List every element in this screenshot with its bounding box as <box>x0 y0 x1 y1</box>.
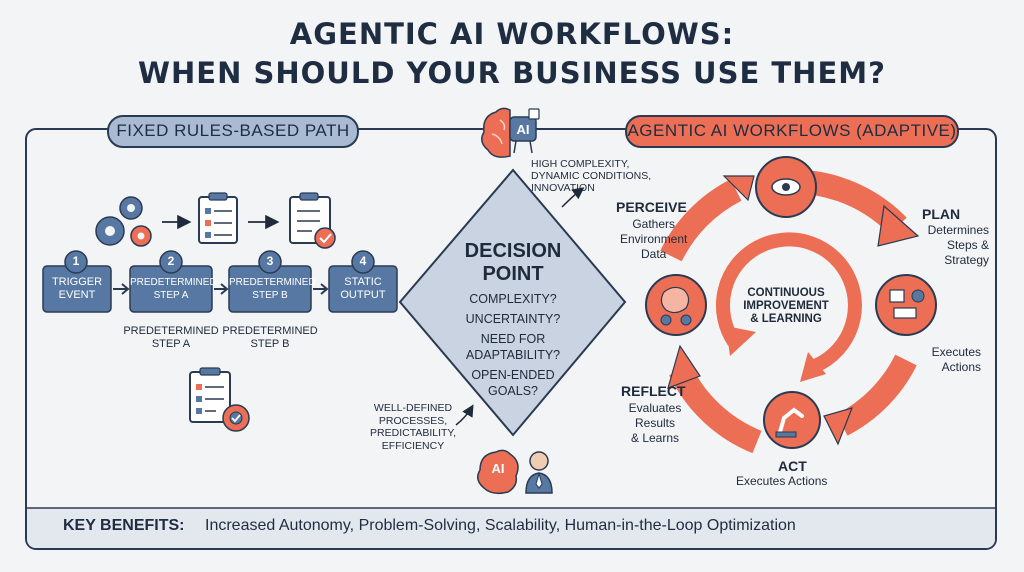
step-number-2: 2 <box>167 254 175 268</box>
fixed-path-label: FIXED RULES-BASED PATH <box>116 121 350 140</box>
ai-badge-bottom: AI <box>491 461 505 476</box>
caption-step-a: PREDETERMINED STEP A <box>123 325 219 350</box>
reflect-desc: Evaluates Results & Learns <box>628 401 682 445</box>
benefits-band <box>27 508 995 548</box>
decision-question-uncertainty: UNCERTAINTY? <box>465 312 561 326</box>
ai-human-icon <box>477 449 553 495</box>
benefits-text: Increased Autonomy, Problem-Solving, Sca… <box>205 517 796 534</box>
step-boxes <box>42 250 398 313</box>
page-title-line2: WHEN SHOULD YOUR BUSINESS USE THEM? <box>138 56 886 90</box>
plan-desc: Determines Steps & Strategy <box>927 223 989 267</box>
step-number-4: 4 <box>359 254 367 268</box>
act-desc: Executes Actions <box>736 474 828 488</box>
decision-diamond <box>398 168 627 437</box>
act-title: ACT <box>778 458 807 474</box>
low-arrow <box>455 404 474 426</box>
decision-question-adaptability: NEED FOR ADAPTABILITY? <box>465 332 561 362</box>
step-number-3: 3 <box>266 254 274 268</box>
decision-question-complexity: COMPLEXITY? <box>469 292 557 306</box>
well-defined-note: WELL-DEFINED PROCESSES, PREDICTABILITY, … <box>370 402 456 452</box>
decision-question-goals: OPEN-ENDED GOALS? <box>471 368 555 398</box>
checklist-icon <box>198 192 238 244</box>
high-arrow <box>561 187 585 208</box>
act-node <box>763 391 821 449</box>
agentic-pill <box>625 115 959 148</box>
high-complexity-note: HIGH COMPLEXITY, DYNAMIC CONDITIONS, INN… <box>531 158 652 194</box>
execute-side-desc: Executes Actions <box>931 345 981 374</box>
continuous-improvement-label: CONTINUOUS IMPROVEMENT & LEARNING <box>743 287 829 325</box>
agentic-label: AGENTIC AI WORKFLOWS (ADAPTIVE) <box>627 121 957 140</box>
perceive-desc: Gathers Environment Data <box>620 217 688 261</box>
fixed-path-pill <box>107 115 359 148</box>
gears-icon <box>95 196 152 247</box>
step-label-a: PREDETERMINED STEP A <box>130 277 217 301</box>
ai-badge-top: AI <box>516 122 530 137</box>
step-label-output: STATIC OUTPUT <box>340 276 386 301</box>
plan-node <box>875 274 937 336</box>
step-label-trigger: TRIGGER EVENT <box>51 276 103 301</box>
brain-ai-icon <box>481 107 540 158</box>
clipboard-gear-icon <box>189 367 250 432</box>
page-title-line1: AGENTIC AI WORKFLOWS: <box>289 17 735 51</box>
decision-title-2: POINT <box>482 263 544 285</box>
caption-step-b: PREDETERMINED STEP B <box>222 325 318 350</box>
checklist-check-icon <box>289 192 336 249</box>
step-number-1: 1 <box>72 254 80 268</box>
step-label-b: PREDETERMINED STEP B <box>229 277 316 301</box>
benefits-label: KEY BENEFITS: <box>63 517 185 534</box>
agentic-cycle <box>645 156 937 454</box>
reflect-title: REFLECT <box>621 383 686 399</box>
decision-title-1: DECISION <box>464 240 562 262</box>
perceive-title: PERCEIVE <box>616 199 687 215</box>
plan-title: PLAN <box>922 206 961 222</box>
